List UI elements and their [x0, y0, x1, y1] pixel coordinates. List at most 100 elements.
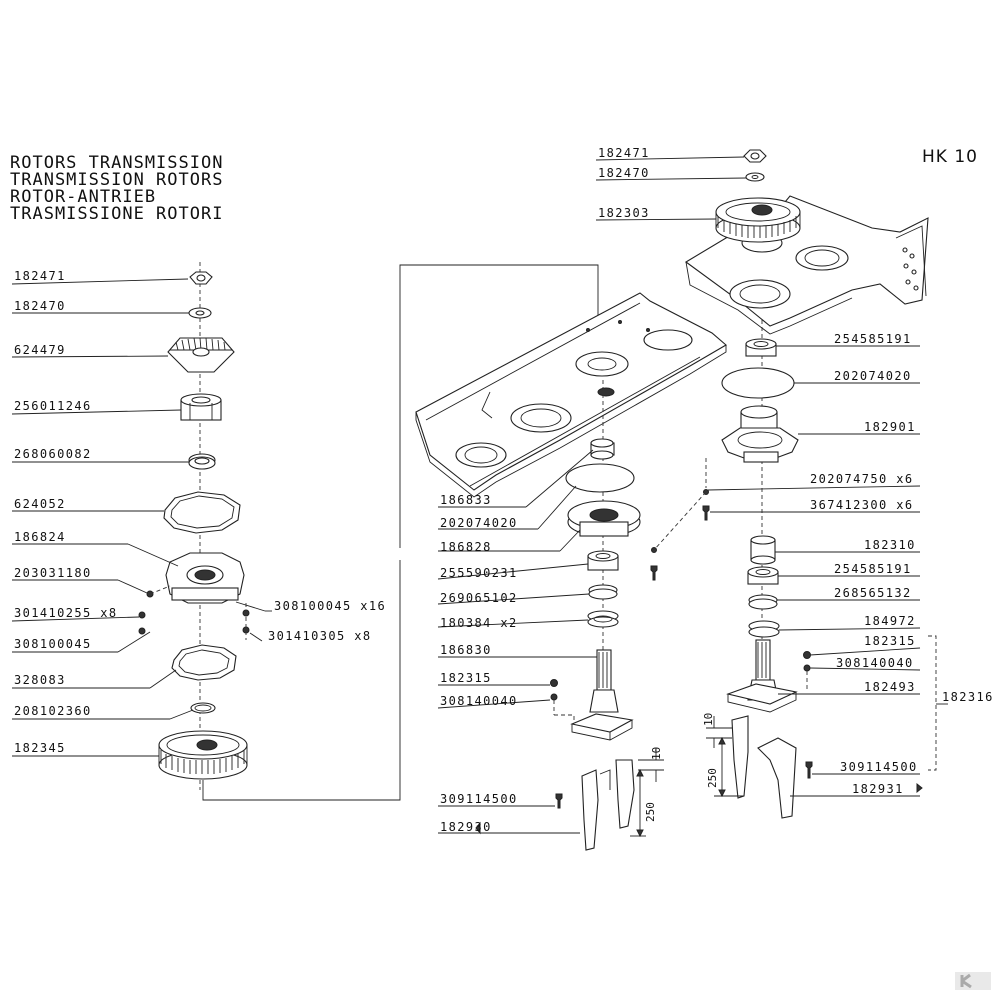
housing-186824 [165, 552, 245, 604]
part-label: 254585191 [834, 562, 912, 576]
center-leader-lines [437, 449, 597, 834]
part-label: 308100045 x16 [274, 599, 387, 613]
ring-180384 [587, 610, 619, 628]
center-dimension-lines [630, 748, 664, 838]
oring-202074020-center [565, 463, 635, 493]
part-label: 182901 [864, 420, 916, 434]
part-label: 186828 [440, 540, 492, 554]
part-label: 367412300 x6 [810, 498, 914, 512]
dimension-label: 10 [702, 712, 715, 726]
model-label: HK 10 [922, 147, 978, 167]
logo [955, 972, 991, 990]
shaft-186830 [570, 649, 634, 741]
bushing-186833 [590, 438, 615, 460]
part-label: 182470 [14, 299, 66, 313]
part-label: 202074020 [440, 516, 518, 530]
part-label: 180384 x2 [440, 616, 518, 630]
title-line-2: TRANSMISSION ROTORS [10, 170, 224, 190]
center-frame [415, 292, 727, 498]
nut-182315-right [803, 651, 811, 690]
part-label: 203031180 [14, 566, 92, 580]
right-dimension-lines [706, 716, 744, 798]
part-label: 182315 [864, 634, 916, 648]
part-label: 208102360 [14, 704, 92, 718]
part-label: 256011246 [14, 399, 92, 413]
blade-182931 [731, 715, 797, 819]
part-label: 182310 [864, 538, 916, 552]
part-label: 182303 [598, 206, 650, 220]
nut-182315-center [550, 679, 575, 722]
gasket-328083 [171, 644, 237, 681]
part-label: 182493 [864, 680, 916, 694]
part-label: 186830 [440, 643, 492, 657]
part-label: 268565132 [834, 586, 912, 600]
part-label: 186824 [14, 530, 66, 544]
nut-182471-right [743, 149, 767, 163]
washer-182470-left [188, 307, 212, 319]
blade-marker-center [475, 821, 481, 835]
part-label: 624479 [14, 343, 66, 357]
hub-182901 [721, 405, 799, 463]
bearing-255590231 [587, 550, 619, 571]
part-label: 182470 [598, 166, 650, 180]
part-label: 328083 [14, 673, 66, 687]
part-label: 269065102 [440, 591, 518, 605]
shaft-182493 [726, 639, 798, 713]
bearing-254585191-top [745, 338, 777, 357]
part-label: 202074750 x6 [810, 472, 914, 486]
bolt-203031180 [146, 585, 171, 598]
bearing-254585191-lower [747, 566, 779, 585]
part-label: 308140040 [836, 656, 914, 670]
part-label: 182345 [14, 741, 66, 755]
group-bracket-182316 [928, 635, 948, 771]
hub-186828 [567, 500, 641, 537]
part-label: 186833 [440, 493, 492, 507]
oring-202074020-right [721, 367, 795, 399]
blade-marker-right [916, 782, 923, 794]
dimension-label: 250 [644, 802, 657, 822]
washer-182470-right [745, 172, 765, 182]
part-label: 182471 [14, 269, 66, 283]
part-label: 182315 [440, 671, 492, 685]
title-line-4: TRASMISSIONE ROTORI [10, 204, 224, 224]
bevel-gear-624479 [167, 337, 235, 373]
dimension-label: 250 [706, 768, 719, 788]
oring-208102360 [190, 702, 216, 714]
seal-268060082 [188, 453, 216, 470]
left-leader-lines [11, 278, 272, 757]
part-label: 624052 [14, 497, 66, 511]
part-label: 202074020 [834, 369, 912, 383]
gear-182303 [715, 197, 801, 243]
part-label: 308140040 [440, 694, 518, 708]
bearing-256011246 [180, 393, 222, 421]
spur-gear-182345 [158, 730, 248, 780]
group-label: 182316 [942, 690, 994, 704]
part-label: 309114500 [840, 760, 918, 774]
part-label: 309114500 [440, 792, 518, 806]
part-label: 308100045 [14, 637, 92, 651]
right-leader-lines [595, 156, 921, 797]
ring-184972 [748, 620, 780, 638]
title-line-1: ROTORS TRANSMISSION [10, 153, 224, 173]
bolt-301410255 [138, 611, 146, 635]
bolt-309114500-center [555, 793, 563, 809]
blade-182930 [581, 759, 635, 851]
dimension-label: 10 [650, 746, 663, 760]
connection-bracket [202, 264, 599, 801]
part-label: 182930 [440, 820, 492, 834]
part-label: 301410255 x8 [14, 606, 118, 620]
nut-182471-left [189, 271, 213, 285]
part-label: 268060082 [14, 447, 92, 461]
part-label: 182931 [852, 782, 904, 796]
bolts-202074750-367412300 [650, 458, 710, 581]
part-label: 255590231 [440, 566, 518, 580]
part-label: 254585191 [834, 332, 912, 346]
gasket-624052 [163, 491, 241, 534]
title-line-3: ROTOR-ANTRIEB [10, 187, 157, 207]
bolt-301410305 [242, 603, 250, 640]
bushing-182310 [750, 535, 776, 565]
part-label: 184972 [864, 614, 916, 628]
seal-269065102 [588, 584, 618, 600]
seal-268565132 [748, 594, 778, 610]
